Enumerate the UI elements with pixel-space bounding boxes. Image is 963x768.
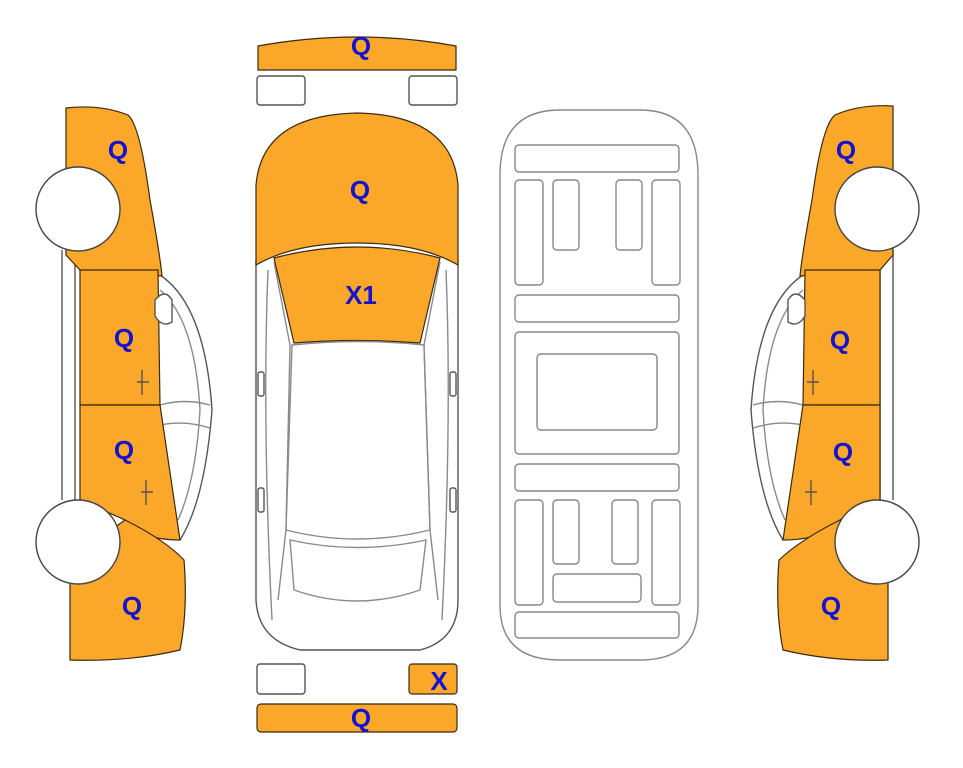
right-belt-line-2	[752, 422, 804, 429]
rear-bumper-group: X Q	[256, 663, 458, 733]
left-window-line	[159, 289, 201, 521]
underbody-view	[499, 109, 699, 661]
underbody-front-left-rail	[514, 179, 544, 286]
right-front-handle	[807, 370, 819, 395]
rear-window	[289, 539, 427, 602]
top-left-mirror	[257, 371, 265, 397]
top-left-side-line	[265, 269, 273, 621]
right-rear-handle	[805, 480, 817, 505]
windshield[interactable]	[273, 246, 441, 344]
windshield-label: X1	[345, 280, 377, 310]
rear-right-light[interactable]	[408, 663, 458, 695]
right-front-door-label: Q	[830, 325, 850, 355]
top-right-handle	[449, 487, 457, 513]
left-front-wheel	[35, 166, 121, 252]
left-side-view: Q Q Q Q	[35, 106, 213, 661]
right-rear-quarter-label: Q	[821, 591, 841, 621]
right-mirror	[787, 293, 806, 325]
underbody-front-right-inner	[615, 179, 643, 251]
front-left-light[interactable]	[256, 75, 306, 106]
front-bumper[interactable]	[257, 36, 457, 71]
top-right-side-line	[441, 269, 449, 621]
underbody-front-right-rail	[651, 179, 681, 286]
top-right-pillar	[423, 261, 441, 601]
top-left-handle	[257, 487, 265, 513]
rear-bumper-label: Q	[351, 703, 371, 733]
right-side-view: Q Q Q Q	[750, 105, 920, 661]
underbody-rear-right-inner	[611, 499, 639, 565]
rear-bumper[interactable]	[256, 703, 458, 733]
underbody-rear-bar	[514, 611, 680, 639]
left-front-door-label: Q	[114, 323, 134, 353]
top-view-body-outline	[255, 260, 459, 651]
left-belt-line-2	[159, 422, 211, 429]
right-front-wheel	[834, 166, 920, 252]
front-right-light[interactable]	[408, 75, 458, 106]
underbody-front-bar	[514, 144, 680, 173]
underbody-crossmember-1	[514, 294, 680, 323]
underbody-front-left-inner	[552, 179, 580, 251]
left-rear-handle	[141, 480, 153, 505]
underbody-crossmember-2	[514, 463, 680, 492]
top-view-car: Q X1	[255, 112, 459, 651]
hood-label: Q	[350, 175, 370, 205]
underbody-rear-left-inner	[552, 499, 580, 565]
right-rear-wheel	[834, 499, 920, 585]
left-mirror	[154, 293, 173, 325]
left-rear-door-label: Q	[114, 435, 134, 465]
front-bumper-label: Q	[351, 31, 371, 61]
left-front-fender-label: Q	[108, 135, 128, 165]
left-belt-line	[159, 400, 211, 406]
right-body-outline	[750, 274, 804, 541]
rear-right-light-label: X	[430, 666, 448, 696]
underbody-rear-left-rail	[514, 499, 544, 606]
left-rear-wheel	[35, 499, 121, 585]
right-front-fender-label: Q	[836, 135, 856, 165]
left-front-handle	[137, 370, 149, 395]
right-window-line	[762, 289, 804, 521]
left-body-outline	[159, 274, 213, 541]
rear-left-light[interactable]	[256, 663, 306, 695]
front-bumper-group: Q	[256, 31, 458, 106]
underbody-center-panel	[536, 353, 658, 431]
left-rear-quarter-label: Q	[122, 591, 142, 621]
roof	[285, 340, 431, 540]
top-right-mirror	[449, 371, 457, 397]
right-belt-line	[752, 400, 804, 406]
right-rear-door-label: Q	[833, 437, 853, 467]
underbody-rear-right-rail	[651, 499, 681, 606]
underbody-rear-box	[552, 573, 642, 603]
hood[interactable]	[255, 112, 459, 267]
top-left-pillar	[273, 261, 291, 601]
